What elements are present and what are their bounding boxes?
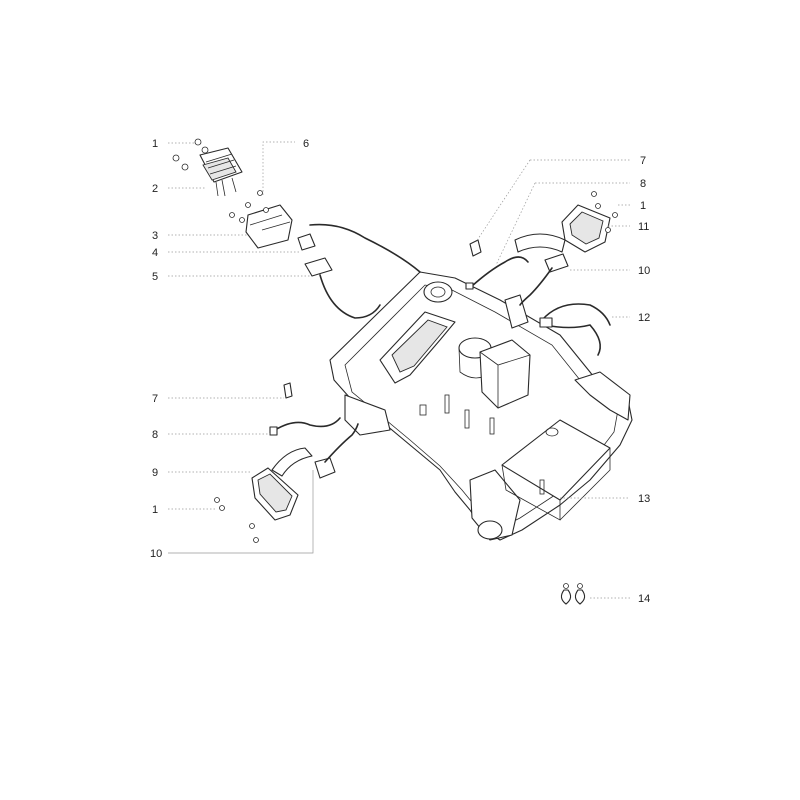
callout-8b: 8 — [152, 429, 158, 441]
screws-1-upper — [172, 138, 209, 171]
callout-11: 11 — [638, 221, 649, 233]
callout-6: 6 — [303, 138, 309, 150]
cable-harness-8-upper — [465, 256, 529, 290]
light-lens-right — [544, 253, 569, 273]
callout-1a: 1 — [152, 138, 158, 150]
leader-lines — [168, 141, 630, 599]
light-guide-right — [514, 233, 566, 253]
callout-1c: 1 — [152, 504, 158, 516]
headlight-bracket-upper — [245, 204, 293, 249]
callout-12: 12 — [638, 312, 650, 324]
callout-5: 5 — [152, 271, 158, 283]
light-guide-lower — [271, 447, 313, 477]
headlight-housing-upper — [199, 147, 243, 197]
cable-harness-8-lower — [269, 417, 341, 436]
callout-7a: 7 — [640, 155, 646, 167]
cable-harness-10-lower — [324, 423, 359, 463]
callout-14: 14 — [638, 593, 650, 605]
callout-7b: 7 — [152, 393, 158, 405]
callout-10b: 10 — [150, 548, 162, 560]
cable-harness-6 — [309, 223, 421, 319]
screws-1-right — [591, 191, 618, 233]
callout-9: 9 — [152, 467, 158, 479]
screws-1-lower — [214, 497, 259, 543]
callout-13: 13 — [638, 493, 650, 505]
connector-7-lower — [283, 382, 293, 399]
callout-4: 4 — [152, 247, 158, 259]
callout-10a: 10 — [638, 265, 650, 277]
screws-3 — [229, 190, 269, 223]
callout-1b: 1 — [640, 200, 646, 212]
callout-8a: 8 — [640, 178, 646, 190]
callout-labels: 1 2 3 4 5 6 7 8 1 11 10 12 7 8 9 1 10 13… — [150, 138, 650, 605]
light-lens-lower — [314, 457, 336, 479]
cable-harness-12 — [539, 303, 611, 356]
light-lens-5 — [304, 257, 333, 277]
headlight-housing-lower — [251, 467, 299, 521]
cable-harness-10-upper — [519, 267, 553, 306]
callout-2: 2 — [152, 183, 158, 195]
mounting-clip-4 — [297, 233, 316, 251]
chassis-body — [329, 271, 633, 541]
callout-3: 3 — [152, 230, 158, 242]
hose-clamps-14 — [560, 583, 586, 605]
connector-7-upper — [469, 239, 482, 257]
headlight-housing-right — [561, 204, 611, 253]
